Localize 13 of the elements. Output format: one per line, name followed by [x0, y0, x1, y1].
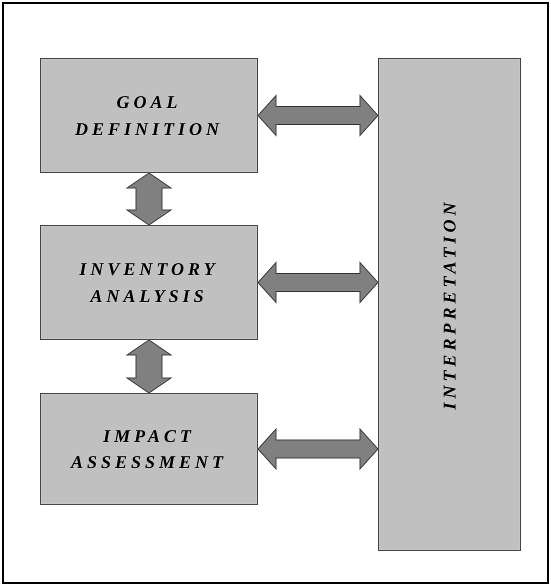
double-arrow — [125, 339, 173, 394]
process-box — [40, 393, 258, 505]
box-label: IMPACT ASSESSMENT — [69, 424, 228, 474]
box-label: GOAL DEFINITION — [74, 91, 224, 140]
process-box — [40, 225, 258, 340]
box-label: INVENTORY ANALYSIS — [78, 258, 220, 308]
double-arrow — [257, 428, 379, 470]
process-box — [378, 58, 521, 551]
box-label: INTERPRETATION — [438, 198, 460, 410]
process-box — [40, 58, 258, 173]
double-arrow — [125, 172, 173, 226]
double-arrow — [257, 94, 379, 137]
double-arrow — [257, 261, 379, 304]
